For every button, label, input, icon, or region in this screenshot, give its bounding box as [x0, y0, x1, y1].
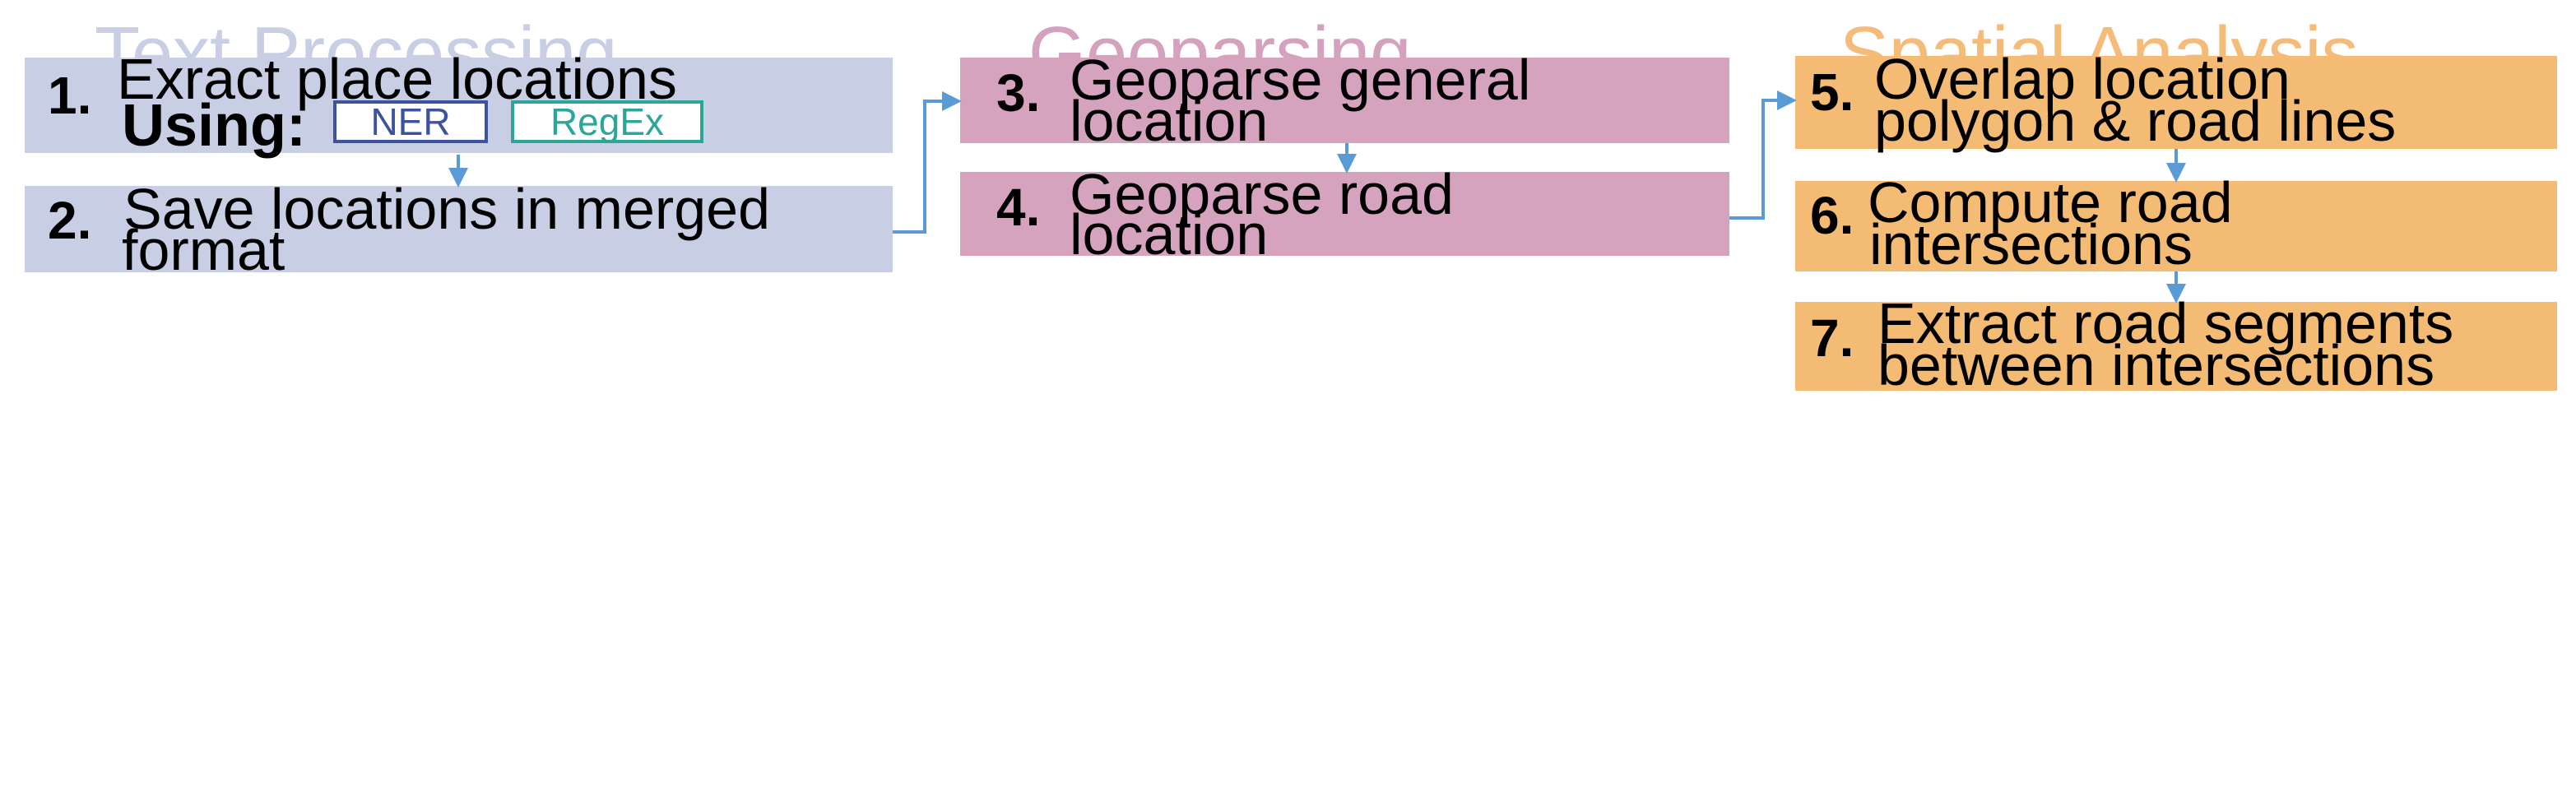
arrow-2-to-3 [893, 91, 962, 234]
step-7-text-line-2: between intersections [1877, 333, 2435, 397]
arrow-4-to-5 [1729, 90, 1797, 220]
step-5-text-line-1: Overlap location [1874, 47, 2291, 111]
step-2-text-line-2: format [122, 218, 285, 282]
step-4-text-line-2: location [1070, 202, 1269, 267]
step-4-box: 4. Geoparse road location [960, 162, 1729, 267]
step-7-number: 7. [1810, 308, 1854, 368]
step-1-number: 1. [48, 66, 92, 125]
step-3-number: 3. [996, 63, 1041, 123]
step-2-box: 2. Save locations in merged format [25, 177, 893, 282]
step-1-box: 1. Exract place locations [25, 47, 893, 153]
step-4-text-line-1: Geoparse road [1070, 162, 1454, 226]
step-5-text-line-2: polygon & road lines [1874, 89, 2397, 153]
step-1-using-label: Using: [122, 93, 306, 159]
regex-tag: RegEx [511, 100, 703, 143]
ner-tag: NER [333, 100, 488, 143]
step-2-text-line-1: Save locations in merged [123, 177, 770, 241]
step-7-box: 7. Extract road segments between interse… [1795, 291, 2557, 397]
step-6-number: 6. [1810, 186, 1854, 245]
step-6-text-line-2: intersections [1869, 212, 2193, 276]
step-3-box: 3. Geoparse general location [960, 48, 1729, 153]
step-5-number: 5. [1810, 63, 1854, 122]
step-3-text-line-1: Geoparse general [1070, 48, 1531, 112]
step-5-box: 5. Overlap location polygon & road lines [1795, 47, 2557, 153]
step-2-number: 2. [48, 191, 92, 250]
step-3-text-line-2: location [1070, 89, 1269, 153]
step-4-number: 4. [996, 178, 1041, 237]
step-7-text-line-1: Extract road segments [1877, 291, 2454, 355]
